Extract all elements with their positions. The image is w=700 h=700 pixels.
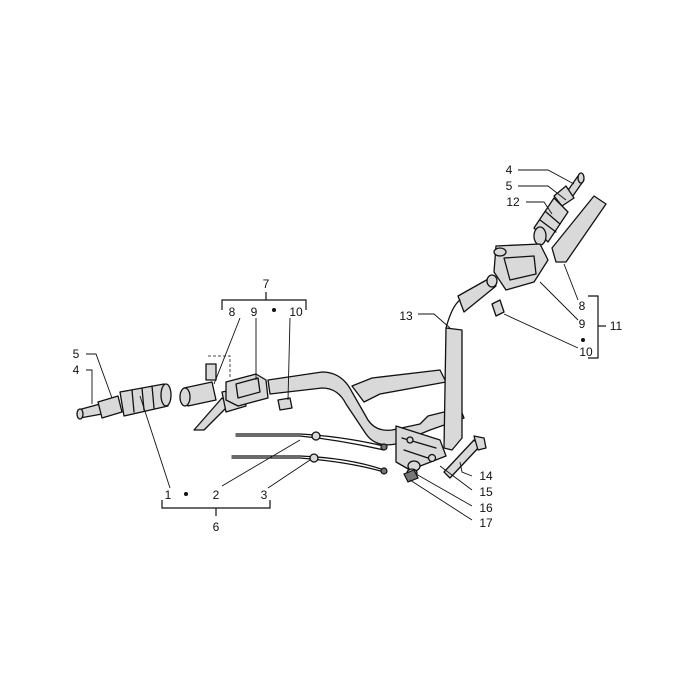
clamp-bolt — [443, 435, 487, 479]
right-switch-plug — [491, 299, 505, 317]
callout-6: 6 — [213, 520, 220, 534]
callout-9-right: 9 — [579, 317, 586, 331]
callout-10-right: 10 — [579, 345, 593, 359]
group-bracket-6 — [161, 492, 271, 516]
switch-plug — [277, 397, 293, 411]
handlebar-tube — [267, 274, 498, 451]
leader-lines — [86, 169, 579, 521]
left-bar-end-weight — [76, 395, 123, 420]
callout-11: 11 — [610, 319, 623, 333]
callout-12-right: 12 — [506, 195, 520, 209]
callout-2: 2 — [213, 488, 220, 502]
callout-labels: 5 4 4 5 12 7 8 9 10 13 1 2 3 6 8 9 10 11… — [73, 163, 623, 534]
throttle-cables — [231, 431, 388, 475]
right-grip — [533, 197, 569, 246]
right-control-housing — [493, 243, 549, 291]
right-bar-end-weight — [553, 172, 585, 207]
callout-3: 3 — [261, 488, 268, 502]
callout-17: 17 — [479, 516, 493, 530]
callout-5-left: 5 — [73, 347, 80, 361]
callout-1: 1 — [165, 488, 172, 502]
callout-13: 13 — [399, 309, 413, 323]
callout-5-right: 5 — [506, 179, 513, 193]
clamp-washers — [403, 460, 421, 483]
left-grip-sleeve — [179, 381, 217, 407]
callout-4-left: 4 — [73, 363, 80, 377]
callout-8-right: 8 — [579, 299, 586, 313]
group-bracket-7 — [221, 292, 307, 312]
group-bracket-11 — [581, 295, 606, 359]
callout-7: 7 — [263, 277, 270, 291]
handlebar-clamp — [395, 425, 447, 471]
left-grip — [119, 383, 172, 417]
callout-16: 16 — [479, 501, 493, 515]
clutch-lever — [551, 195, 607, 263]
callout-14: 14 — [479, 469, 493, 483]
callout-8-group: 8 — [229, 305, 236, 319]
callout-15: 15 — [479, 485, 493, 499]
callout-4-right: 4 — [506, 163, 513, 177]
callout-10-group: 10 — [289, 305, 303, 319]
callout-9-group: 9 — [251, 305, 258, 319]
